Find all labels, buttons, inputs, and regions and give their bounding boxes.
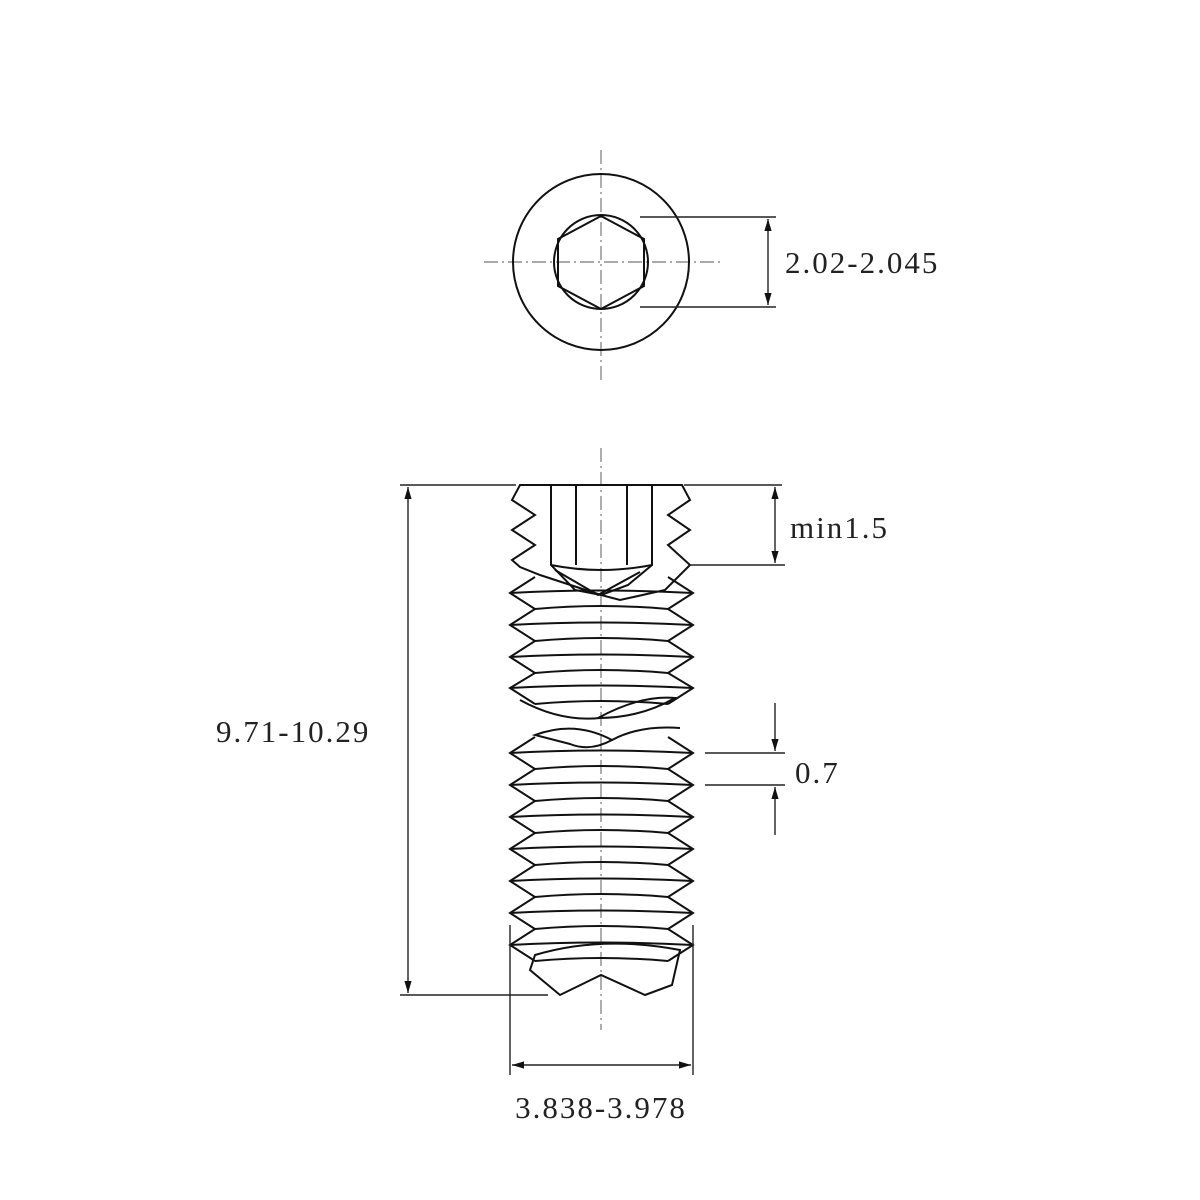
break-hatch	[597, 696, 679, 719]
thread-crest-line	[509, 621, 694, 626]
thread-root-line	[534, 797, 669, 802]
thread-profile	[508, 576, 695, 962]
thread-flank-left	[508, 736, 537, 962]
thread-crest-line	[509, 684, 694, 689]
thread-flank-right	[666, 576, 695, 705]
thread-root-line	[534, 605, 669, 610]
thread-crest-line	[509, 749, 694, 754]
thread-root-line	[534, 637, 669, 642]
thread-crest-line	[509, 845, 694, 850]
side-view: 9.71-10.29 min1.5 0.7 3.838-3.978	[216, 448, 889, 1125]
hex-socket-dimension: 2.02-2.045	[785, 245, 939, 280]
thread-root-line	[534, 893, 669, 898]
break-hatch	[531, 727, 615, 749]
thread-root-line	[534, 861, 669, 866]
hex-socket	[557, 214, 645, 311]
thread-root-line	[534, 957, 669, 962]
section-hatch-left	[510, 484, 602, 596]
socket-cone	[554, 569, 641, 597]
major-diameter-dimension: 3.838-3.978	[515, 1090, 687, 1125]
thread-pitch-dimension: 0.7	[795, 755, 840, 790]
overall-length-dimension: 9.71-10.29	[216, 714, 370, 749]
outer-circle	[512, 173, 690, 351]
thread-crest-line	[509, 781, 694, 786]
break-line	[519, 699, 601, 720]
thread-root-line	[534, 765, 669, 770]
thread-root-line	[534, 700, 669, 705]
hex-socket-section	[520, 484, 682, 571]
thread-root-line	[534, 925, 669, 930]
socket-depth-dimension: min1.5	[790, 510, 889, 545]
thread-crest-line	[509, 941, 694, 946]
thread-crest-line	[509, 653, 694, 658]
thread-crest-line	[509, 813, 694, 818]
thread-flank-left	[508, 576, 537, 705]
break-line	[611, 726, 681, 741]
thread-root-line	[534, 829, 669, 834]
thread-crest-line	[509, 877, 694, 882]
thread-crest-line	[509, 589, 694, 594]
thread-flank-right	[666, 736, 695, 962]
end-view: 2.02-2.045	[484, 150, 939, 382]
thread-crest-line	[509, 909, 694, 914]
cup-point-hatch	[528, 942, 682, 997]
thread-root-line	[534, 669, 669, 674]
